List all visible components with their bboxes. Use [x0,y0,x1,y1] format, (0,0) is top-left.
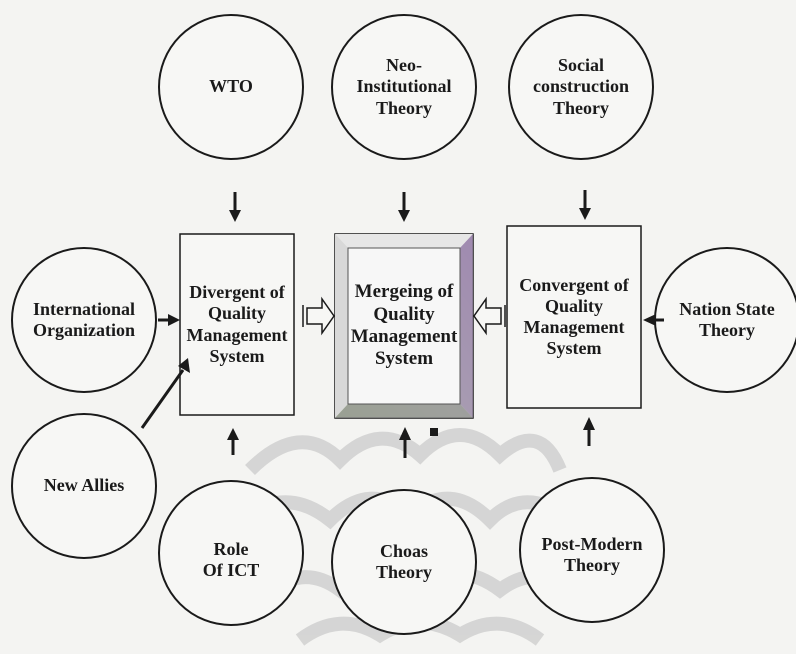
small-square-mark [430,428,438,436]
new-allies-circle [11,413,157,559]
convergent-box [506,225,642,409]
arrow-allies-diagonal [140,358,190,429]
arrow-neo-down [398,192,410,222]
choas-theory-circle [331,489,477,635]
arrow-wto-down [229,192,241,222]
arrow-international-right [158,314,180,326]
nation-state-label: Nation State Theory [679,298,775,340]
wto-circle [158,14,304,160]
international-organization-circle [11,247,157,393]
role-of-ict-circle [158,480,304,626]
merging-box [334,233,474,419]
new-allies-label: New Allies [43,475,125,496]
role-of-ict-label: Role Of ICT [202,538,260,580]
hollow-arrow-right [473,296,506,336]
international-organization-label: International Organization [32,298,135,340]
neo-institutional-circle [331,14,477,160]
arrow-social-down [579,190,591,220]
wto-label: WTO [209,76,253,97]
divergent-box [179,233,295,416]
arrow-nation-left [643,314,664,326]
arrow-choas-up [399,427,411,458]
neo-institutional-label: Neo- Institutional Theory [356,55,452,118]
social-construction-circle [508,14,654,160]
convergent-label: Convergent of Quality Management System [519,274,629,359]
choas-theory-label: Choas Theory [376,540,432,582]
arrow-ict-up [227,428,239,455]
social-construction-label: Social construction Theory [533,55,629,118]
post-modern-label: Post-Modern Theory [541,533,643,575]
divergent-label: Divergent of Quality Management System [186,282,288,366]
post-modern-circle [519,477,665,623]
merging-label: Mergeing of Quality Management System [350,281,458,370]
hollow-arrow-left [302,296,335,336]
arrow-postmodern-up [583,417,595,446]
